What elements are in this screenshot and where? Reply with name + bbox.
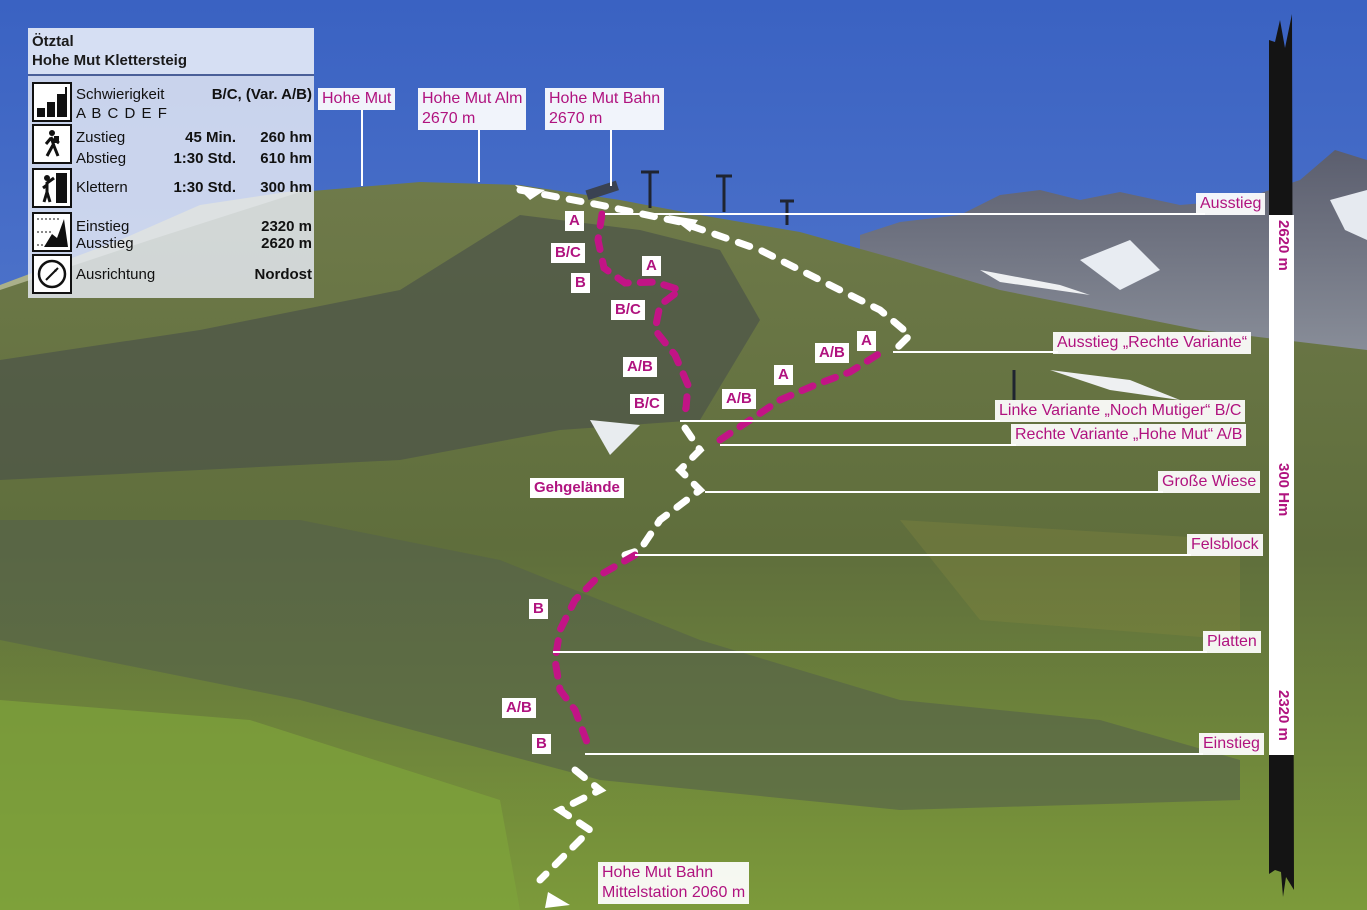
start-value: 2320 m bbox=[261, 218, 312, 235]
elevation-profile-icon bbox=[32, 212, 72, 252]
altitude-scale-bar bbox=[1269, 14, 1294, 897]
leader-platten bbox=[553, 651, 1207, 653]
grade-label: B/C bbox=[611, 300, 645, 320]
descent-label: Abstieg bbox=[76, 150, 127, 167]
route-title: Hohe Mut Klettersteig bbox=[32, 52, 188, 69]
label-text: Hohe Mut bbox=[322, 90, 392, 107]
grade-label: B/C bbox=[551, 243, 585, 263]
scale-bottom-label: 2320 m bbox=[1275, 690, 1292, 741]
exit-label: Ausstieg bbox=[76, 235, 134, 252]
approach-elevation: 260 hm bbox=[260, 129, 312, 146]
descent-elevation: 610 hm bbox=[260, 150, 312, 167]
leader-ausstieg bbox=[605, 213, 1205, 215]
label-platten: Platten bbox=[1203, 631, 1261, 653]
climbing-time: 1:30 Std. bbox=[173, 179, 236, 196]
start-label: Einstieg bbox=[76, 218, 130, 235]
label-ausstieg-rechte-variante: Ausstieg „Rechte Variante“ bbox=[1053, 332, 1252, 354]
descent-time: 1:30 Std. bbox=[173, 150, 236, 167]
label-grosse-wiese: Große Wiese bbox=[1158, 471, 1261, 493]
difficulty-label: Schwierigkeit bbox=[76, 86, 165, 103]
label-elevation: Mittelstation 2060 m bbox=[602, 884, 746, 901]
leader-grosse-wiese bbox=[705, 491, 1163, 493]
terrain-label: Gehgelände bbox=[530, 478, 624, 498]
grade-label: A/B bbox=[815, 343, 849, 363]
label-elevation: 2670 m bbox=[549, 110, 603, 127]
climber-icon bbox=[32, 168, 72, 208]
info-title: Ötztal Hohe Mut Klettersteig bbox=[28, 28, 314, 76]
grade-label: B bbox=[532, 734, 551, 754]
label-linke-variante: Linke Variante „Noch Mutiger“ B/C bbox=[995, 400, 1246, 422]
grade-label: B bbox=[571, 273, 590, 293]
grade-label: A/B bbox=[502, 698, 536, 718]
leader-linke-variante bbox=[680, 420, 1000, 422]
compass-icon bbox=[32, 254, 72, 294]
grade-label: A/B bbox=[722, 389, 756, 409]
hiker-icon bbox=[32, 124, 72, 164]
orientation-value: Nordost bbox=[254, 266, 313, 283]
leader-ausstieg-rechte-variante bbox=[893, 351, 1058, 353]
scale-top-label: 2620 m bbox=[1275, 220, 1292, 271]
route-info-box: Ötztal Hohe Mut Klettersteig Schwierigke… bbox=[28, 28, 314, 298]
grade-label: B bbox=[529, 599, 548, 619]
climbing-elevation: 300 hm bbox=[260, 179, 312, 196]
orientation-label: Ausrichtung bbox=[76, 266, 156, 283]
exit-value: 2620 m bbox=[261, 235, 312, 252]
leader-felsblock bbox=[635, 554, 1191, 556]
label-hohe-mut-bahn: Hohe Mut Bahn 2670 m bbox=[545, 88, 665, 130]
leader-einstieg bbox=[585, 753, 1203, 755]
scale-middle-label: 300 Hm bbox=[1275, 463, 1292, 517]
region-title: Ötztal bbox=[32, 33, 74, 50]
grade-label: A bbox=[642, 256, 661, 276]
label-text: Hohe Mut Bahn bbox=[549, 90, 661, 107]
grade-label: A bbox=[857, 331, 876, 351]
label-felsblock: Felsblock bbox=[1187, 534, 1263, 556]
leader-rechte-variante bbox=[720, 444, 1016, 446]
grade-label: B/C bbox=[630, 394, 664, 414]
difficulty-value: B/C, (Var. A/B) bbox=[211, 86, 312, 103]
label-text: Hohe Mut Bahn bbox=[602, 864, 714, 881]
label-hohe-mut: Hohe Mut bbox=[318, 88, 396, 110]
label-ausstieg: Ausstieg bbox=[1196, 193, 1266, 215]
difficulty-scale: A B C D E F bbox=[76, 105, 168, 122]
approach-time: 45 Min. bbox=[185, 129, 236, 146]
grade-label: A bbox=[565, 211, 584, 231]
climbing-label: Klettern bbox=[76, 179, 128, 196]
label-elevation: 2670 m bbox=[422, 110, 476, 127]
difficulty-bars-icon bbox=[32, 82, 72, 122]
label-hohe-mut-alm: Hohe Mut Alm 2670 m bbox=[418, 88, 527, 130]
approach-label: Zustieg bbox=[76, 129, 126, 146]
label-einstieg: Einstieg bbox=[1199, 733, 1264, 755]
grade-label: A bbox=[774, 365, 793, 385]
label-text: Hohe Mut Alm bbox=[422, 90, 523, 107]
grade-label: A/B bbox=[623, 357, 657, 377]
label-rechte-variante: Rechte Variante „Hohe Mut“ A/B bbox=[1011, 424, 1247, 446]
info-body: Schwierigkeit B/C, (Var. A/B) A B C D E … bbox=[28, 76, 314, 298]
